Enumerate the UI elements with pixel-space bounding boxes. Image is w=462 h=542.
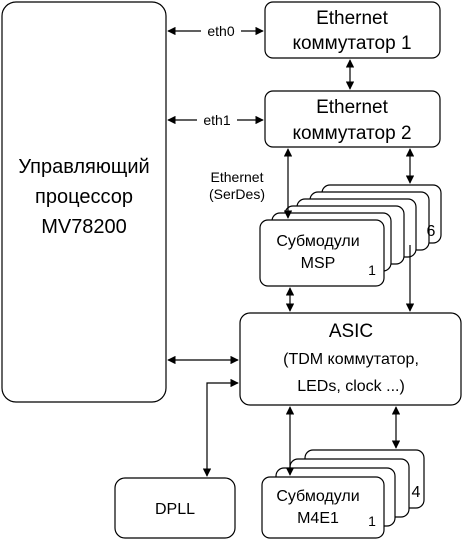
m4e1-last-index: 4 (412, 484, 421, 501)
msp-label-line-2: MSP (301, 255, 336, 272)
asic-block: ASIC (TDM коммутатор, LEDs, clock ...) (239, 312, 462, 406)
asic-to-dpll-link (202, 378, 239, 477)
serdes-label-line-2: (SerDes) (209, 186, 265, 202)
switch-1-label-line-2: коммутатор 1 (292, 33, 411, 54)
dpll-block: DPLL (114, 477, 236, 539)
ethernet-switch-2-block: Ethernet коммутатор 2 (264, 90, 441, 148)
m4e1-label-line-2: M4E1 (297, 510, 339, 527)
msp-submodule-stack: 6 Субмодули MSP 1 (259, 184, 442, 287)
switch-2-label-line-2: коммутатор 2 (292, 123, 411, 144)
msp-first-index: 1 (368, 262, 376, 278)
msp-label-line-1: Субмодули (276, 233, 359, 250)
serdes-label-line-1: Ethernet (211, 169, 264, 185)
cpu-block: Управляющий процессор MV78200 (1, 1, 167, 403)
switch-2-label-line-1: Ethernet (316, 97, 389, 118)
cpu-label-line-2: процессор (35, 186, 133, 208)
cpu-label-line-1: Управляющий (18, 156, 149, 178)
eth1-label-background (197, 111, 237, 129)
eth0-label: eth0 (207, 23, 234, 39)
dpll-label: DPLL (155, 501, 195, 518)
switch-1-label-line-1: Ethernet (316, 8, 389, 29)
asic-label-line-2: (TDM коммутатор, (283, 351, 419, 368)
asic-label-line-3: LEDs, clock ...) (297, 378, 405, 395)
eth1-label: eth1 (203, 112, 230, 128)
m4e1-submodule-stack: 4 Субмодули M4E1 1 (261, 449, 425, 539)
eth0-label-background (201, 22, 241, 40)
ethernet-switch-1-block: Ethernet коммутатор 1 (264, 1, 441, 59)
asic-label-line-1: ASIC (329, 321, 373, 342)
m4e1-label-line-1: Субмодули (276, 488, 359, 505)
cpu-label-line-3: MV78200 (41, 216, 127, 238)
msp-last-index: 6 (427, 223, 436, 240)
m4e1-first-index: 1 (368, 513, 376, 529)
